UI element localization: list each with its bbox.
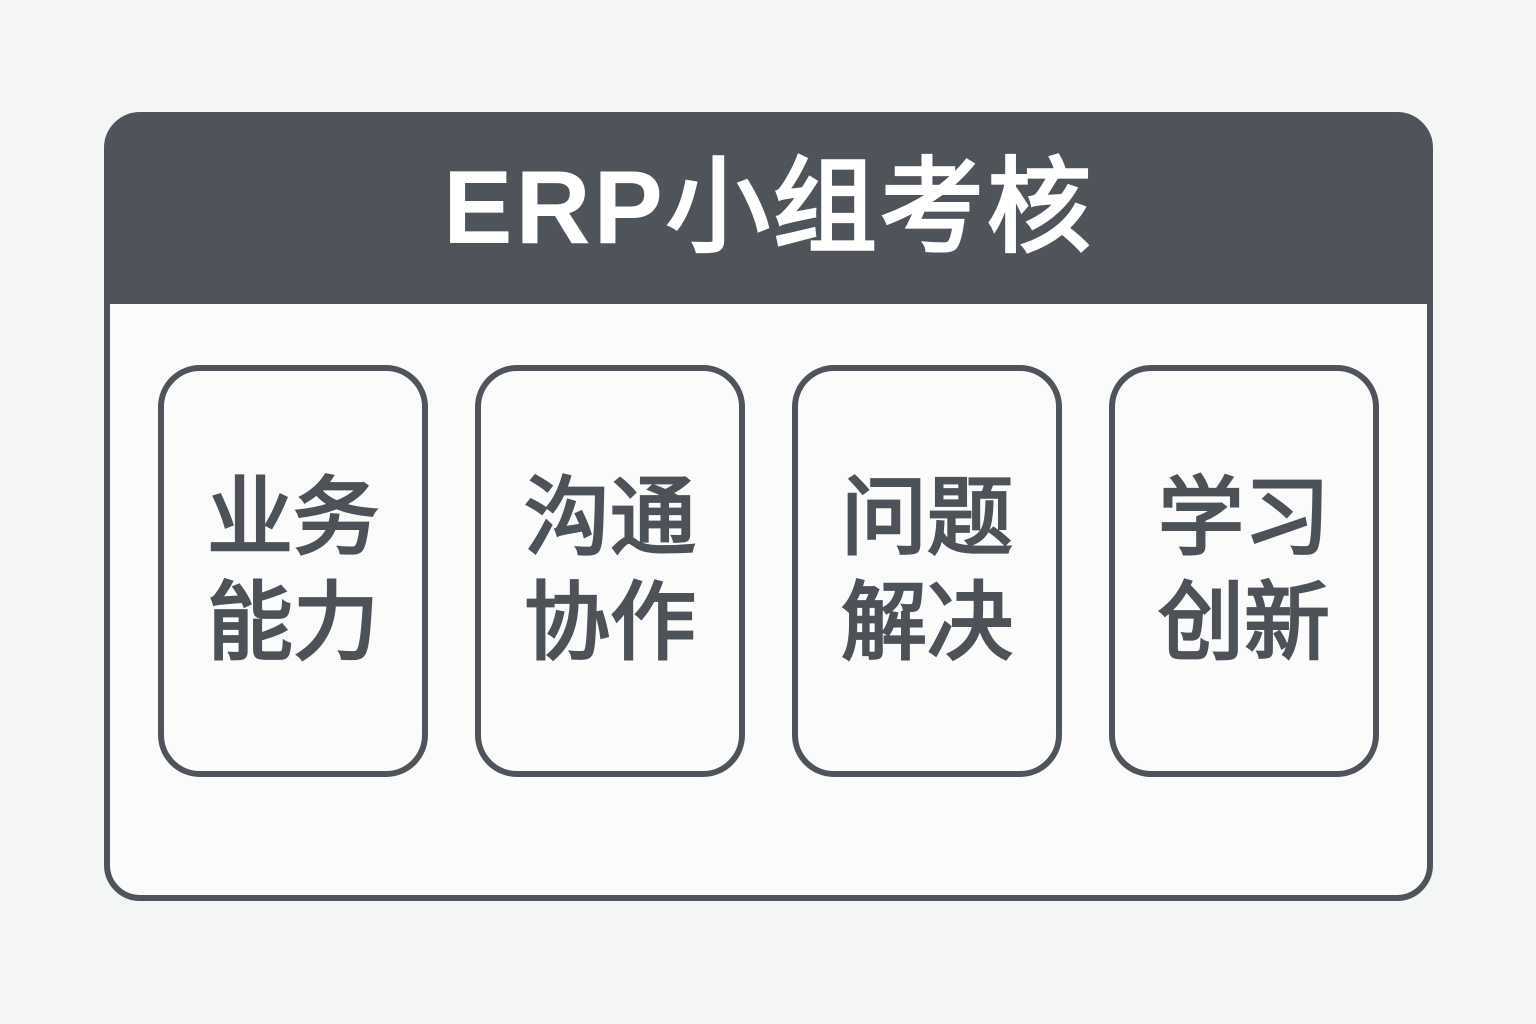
assessment-cards: 业务 能力 沟通 协作 问题 解决 学习 创新 bbox=[110, 365, 1427, 777]
card-label-line: 沟通 bbox=[524, 470, 696, 567]
page-title: ERP小组考核 bbox=[443, 150, 1094, 266]
card-label-line: 学习 bbox=[1158, 470, 1330, 567]
card-label-line: 能力 bbox=[207, 575, 379, 671]
card-label-line: 协作 bbox=[524, 575, 696, 671]
card-communication-collaboration: 沟通 协作 bbox=[475, 365, 745, 777]
card-business-ability: 业务 能力 bbox=[158, 365, 428, 777]
card-label-line: 业务 bbox=[207, 470, 379, 567]
card-label-line: 问题 bbox=[841, 470, 1013, 567]
card-label-line: 解决 bbox=[841, 575, 1013, 671]
panel-header: ERP小组考核 bbox=[108, 116, 1429, 304]
card-label-line: 创新 bbox=[1158, 575, 1330, 671]
card-learning-innovation: 学习 创新 bbox=[1109, 365, 1379, 777]
card-problem-solving: 问题 解决 bbox=[792, 365, 1062, 777]
assessment-panel: ERP小组考核 业务 能力 沟通 协作 问题 解决 学习 创新 bbox=[104, 112, 1433, 901]
